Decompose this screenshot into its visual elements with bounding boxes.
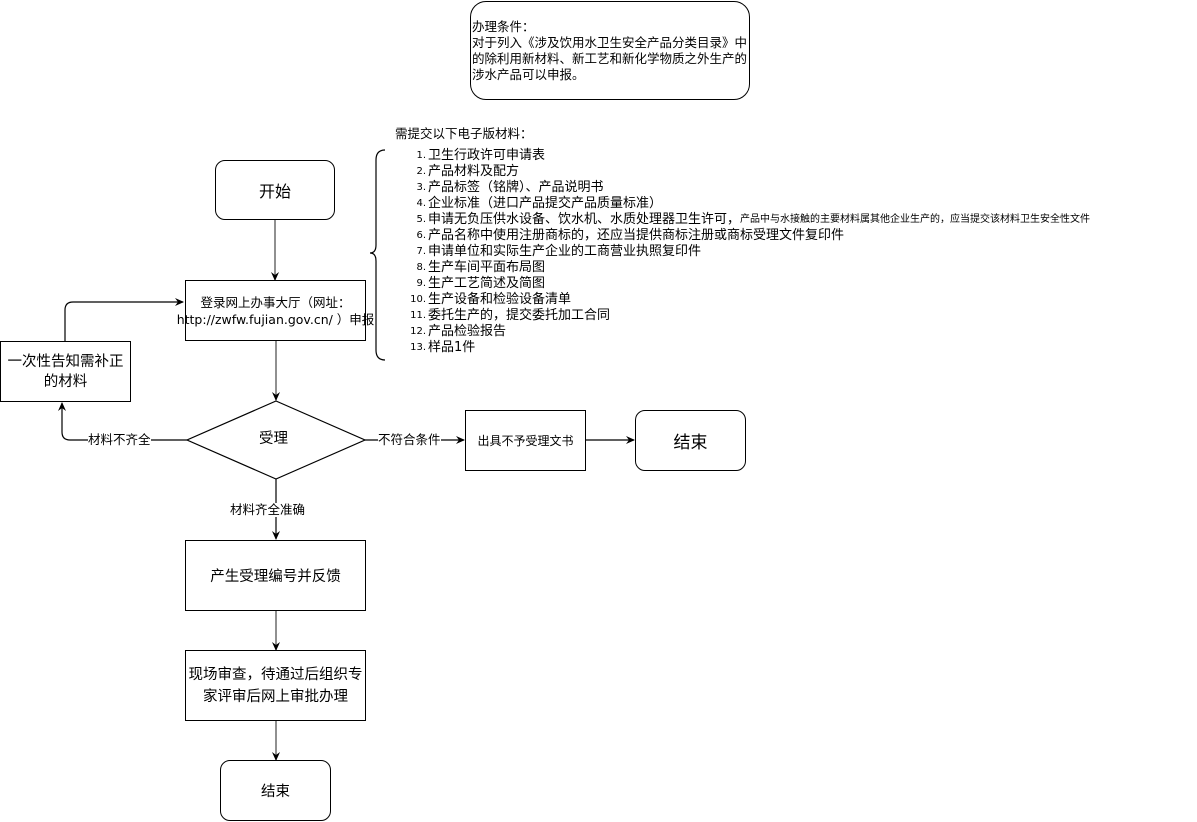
materials-item-number: 10. xyxy=(410,294,426,305)
end-bottom-label: 结束 xyxy=(261,784,290,800)
materials-item: 10.生产设备和检验设备清单 xyxy=(402,292,1090,308)
materials-item-text: 申请无负压供水设备、饮水机、水质处理器卫生许可， xyxy=(428,212,741,227)
materials-item-text: 委托生产的，提交委托加工合同 xyxy=(428,308,611,323)
conditions-text: 对于列入《涉及饮用水卫生安全产品分类目录》中的除利用新材料、新工艺和新化学物质之… xyxy=(472,35,748,82)
materials-item: 3.产品标签（铭牌）、产品说明书 xyxy=(402,180,1090,196)
materials-item-text: 产品材料及配方 xyxy=(428,164,520,179)
end-right-label: 结束 xyxy=(673,433,708,453)
materials-item-text: 产品标签（铭牌）、产品说明书 xyxy=(428,180,604,195)
materials-item-text: 样品1件 xyxy=(428,340,476,355)
start-node: 开始 xyxy=(215,160,335,220)
start-label: 开始 xyxy=(258,182,291,201)
edge-supplement-to-login xyxy=(64,298,184,341)
materials-item-text: 卫生行政许可申请表 xyxy=(428,148,546,163)
materials-item: 12.产品检验报告 xyxy=(402,324,1090,340)
end-node-bottom: 结束 xyxy=(220,760,331,821)
materials-item: 7.申请单位和实际生产企业的工商营业执照复印件 xyxy=(402,244,1090,260)
materials-item: 4.企业标准（进口产品提交产品质量标准） xyxy=(402,196,1090,212)
number-node: 产生受理编号并反馈 xyxy=(185,540,366,611)
materials-item-number: 2. xyxy=(416,166,426,177)
materials-item-number: 13. xyxy=(410,342,426,353)
materials-item-text: 企业标准（进口产品提交产品质量标准） xyxy=(428,196,663,211)
edge-label-complete: 材料齐全准确 xyxy=(230,502,306,517)
materials-item-number: 12. xyxy=(410,326,426,337)
accept-label: 受理 xyxy=(259,431,288,447)
review-label: 现场审查，待通过后组织专家评审后网上审批办理 xyxy=(188,666,363,705)
materials-item-number: 6. xyxy=(416,230,426,241)
materials-item: 6.产品名称中使用注册商标的，还应当提供商标注册或商标受理文件复印件 xyxy=(402,228,1090,244)
materials-item-number: 3. xyxy=(416,182,426,193)
accept-diamond xyxy=(185,400,367,480)
supplement-node: 一次性告知需补正的材料 xyxy=(0,341,131,402)
materials-item: 11.委托生产的，提交委托加工合同 xyxy=(402,308,1090,324)
conditions-title: 办理条件： xyxy=(472,19,535,34)
edge-label-incomplete: 材料不齐全 xyxy=(88,432,151,447)
supplement-label: 一次性告知需补正的材料 xyxy=(7,353,124,390)
materials-item-text: 产品名称中使用注册商标的，还应当提供商标注册或商标受理文件复印件 xyxy=(428,228,845,243)
materials-item: 9.生产工艺简述及简图 xyxy=(402,276,1090,292)
materials-title: 需提交以下电子版材料： xyxy=(395,126,533,141)
number-label: 产生受理编号并反馈 xyxy=(210,569,341,585)
login-label-line1: 登录网上办事大厅（网址： xyxy=(200,294,351,310)
materials-item: 2.产品材料及配方 xyxy=(402,164,1090,180)
edge-accept-to-supplement xyxy=(58,402,187,441)
reject-doc-node: 出具不予受理文书 xyxy=(465,410,586,471)
materials-item: 13.样品1件 xyxy=(402,340,1090,356)
end-node-right: 结束 xyxy=(635,410,746,471)
materials-item-number: 7. xyxy=(416,246,426,257)
materials-item: 1.卫生行政许可申请表 xyxy=(402,148,1090,164)
login-label-line2: http://zwfw.fujian.gov.cn/ ）申报 xyxy=(176,311,375,327)
materials-item-number: 1. xyxy=(416,150,426,161)
login-node: 登录网上办事大厅（网址： http://zwfw.fujian.gov.cn/ … xyxy=(177,280,374,341)
materials-brace xyxy=(369,149,386,361)
reject-doc-label: 出具不予受理文书 xyxy=(477,434,574,448)
materials-item-number: 8. xyxy=(416,262,426,273)
materials-item-number: 9. xyxy=(416,278,426,289)
materials-item-text: 生产工艺简述及简图 xyxy=(428,276,546,291)
review-node: 现场审查，待通过后组织专家评审后网上审批办理 xyxy=(185,650,366,721)
materials-item-text: 产品检验报告 xyxy=(428,324,507,339)
materials-item: 5.申请无负压供水设备、饮水机、水质处理器卫生许可，产品中与水接触的主要材料属其… xyxy=(402,212,1090,228)
materials-item: 8.生产车间平面布局图 xyxy=(402,260,1090,276)
materials-item-note: 产品中与水接触的主要材料属其他企业生产的，应当提交该材料卫生安全性文件 xyxy=(740,214,1091,225)
materials-item-number: 5. xyxy=(416,214,426,225)
conditions-note: 办理条件： 对于列入《涉及饮用水卫生安全产品分类目录》中的除利用新材料、新工艺和… xyxy=(470,1,750,100)
materials-item-text: 生产设备和检验设备清单 xyxy=(428,292,572,307)
materials-item-number: 11. xyxy=(410,310,426,321)
materials-item-text: 申请单位和实际生产企业的工商营业执照复印件 xyxy=(428,244,702,259)
edge-label-not-qualified: 不符合条件 xyxy=(378,432,441,447)
materials-item-text: 生产车间平面布局图 xyxy=(428,260,546,275)
materials-item-number: 4. xyxy=(416,198,426,209)
